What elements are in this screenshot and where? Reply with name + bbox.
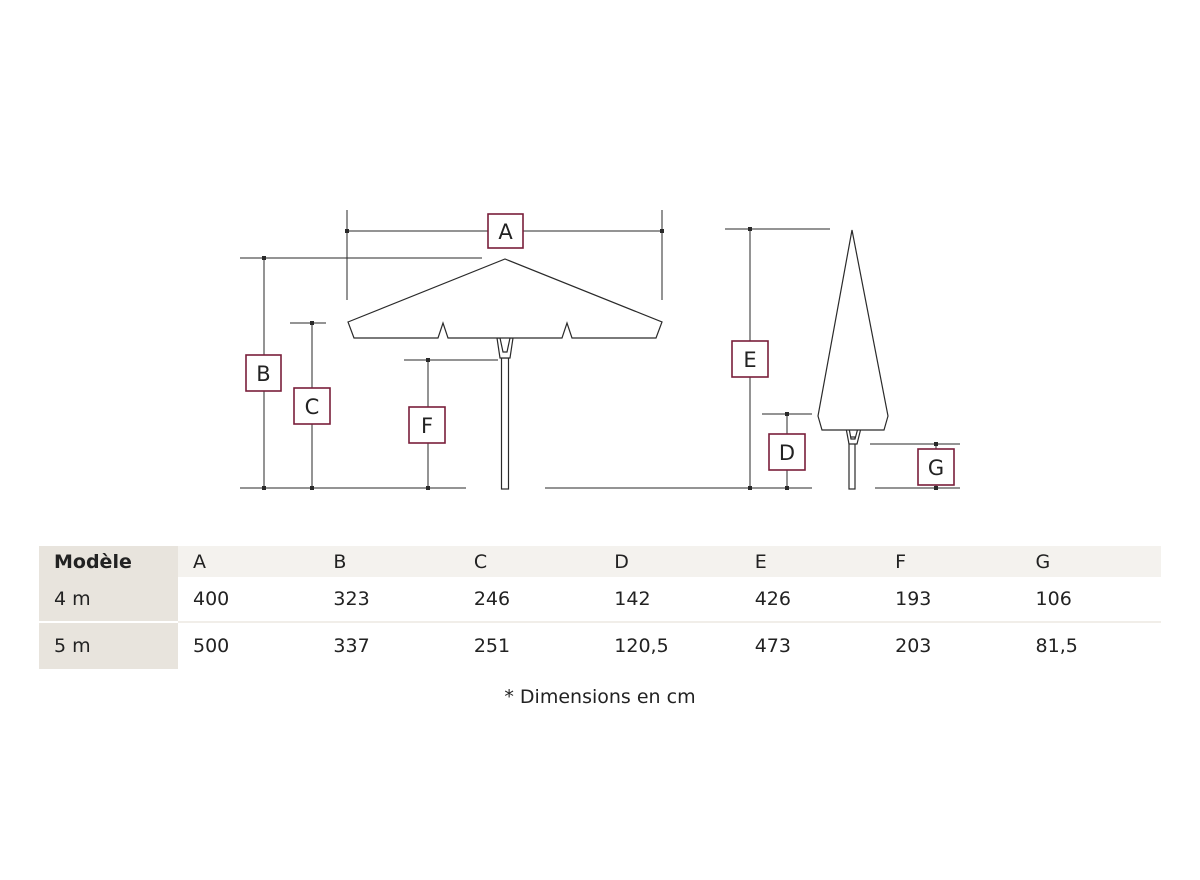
label-g-box <box>917 448 955 486</box>
table-cell: 246 <box>458 577 600 623</box>
dimension-a: A <box>345 210 664 300</box>
label-f-box <box>408 406 446 444</box>
dimensions-table: Modèle A B C D E F G 4 m 400 323 246 142… <box>39 546 1161 669</box>
table-cell: 500 <box>193 635 230 657</box>
label-b-box <box>245 354 282 392</box>
dimension-d: D <box>762 412 812 490</box>
table-cell: 473 <box>754 635 791 657</box>
table-cell: 81,5 <box>1035 635 1078 657</box>
open-umbrella-pole <box>500 357 510 490</box>
label-b: B <box>256 362 270 386</box>
dimension-b: B <box>240 256 482 490</box>
table-header-cell: F <box>880 546 1021 577</box>
open-umbrella-hub <box>496 337 514 359</box>
dimension-e: E <box>725 227 830 490</box>
table-cell: 203 <box>895 635 932 657</box>
label-g: G <box>928 456 944 480</box>
label-f: F <box>421 414 433 438</box>
table-header-cell: C <box>458 546 600 577</box>
dimension-c: C <box>290 321 331 490</box>
table-header-cell: B <box>318 546 459 577</box>
label-e-box <box>731 340 769 378</box>
table-cell: 426 <box>739 577 881 623</box>
label-c: C <box>305 395 320 419</box>
table-header-cell: A <box>178 546 319 577</box>
table-header-cell: E <box>739 546 881 577</box>
dimension-f: F <box>404 358 498 490</box>
open-umbrella-canopy <box>347 258 663 339</box>
table-cell: 142 <box>599 577 740 623</box>
closed-umbrella-pole <box>848 436 856 490</box>
label-c-box <box>293 387 331 425</box>
table-cell-model: 5 m <box>39 623 178 669</box>
label-d-box <box>768 433 806 471</box>
table-cell: 251 <box>473 635 511 657</box>
label-d: D <box>779 441 795 465</box>
table-cell-model: 4 m <box>39 577 178 623</box>
table-header-row: Modèle A B C D E F G <box>39 546 1161 577</box>
table-row: 5 m 500 337 251 120,5 473 203 81,5 <box>39 623 1161 669</box>
table-cell: 323 <box>318 577 459 623</box>
table-cell: 400 <box>178 577 319 623</box>
table-header-cell: D <box>599 546 740 577</box>
table-row: 4 m 400 323 246 142 426 193 106 <box>39 577 1161 623</box>
table-cell: 337 <box>333 635 370 657</box>
table-header-cell: G <box>1020 546 1161 577</box>
label-a-box <box>487 213 524 249</box>
closed-umbrella-drawing <box>817 229 889 490</box>
open-umbrella-drawing <box>240 258 812 490</box>
table-cell: 106 <box>1020 577 1161 623</box>
label-e: E <box>743 348 756 372</box>
table-cell: 120,5 <box>614 635 669 657</box>
dimension-g: G <box>870 442 960 490</box>
footnote-dimensions-unit: * Dimensions en cm <box>504 686 696 708</box>
label-a: A <box>498 220 513 244</box>
table-cell: 193 <box>880 577 1021 623</box>
table-header-cell: Modèle <box>39 546 178 577</box>
closed-umbrella-canopy <box>817 229 889 431</box>
